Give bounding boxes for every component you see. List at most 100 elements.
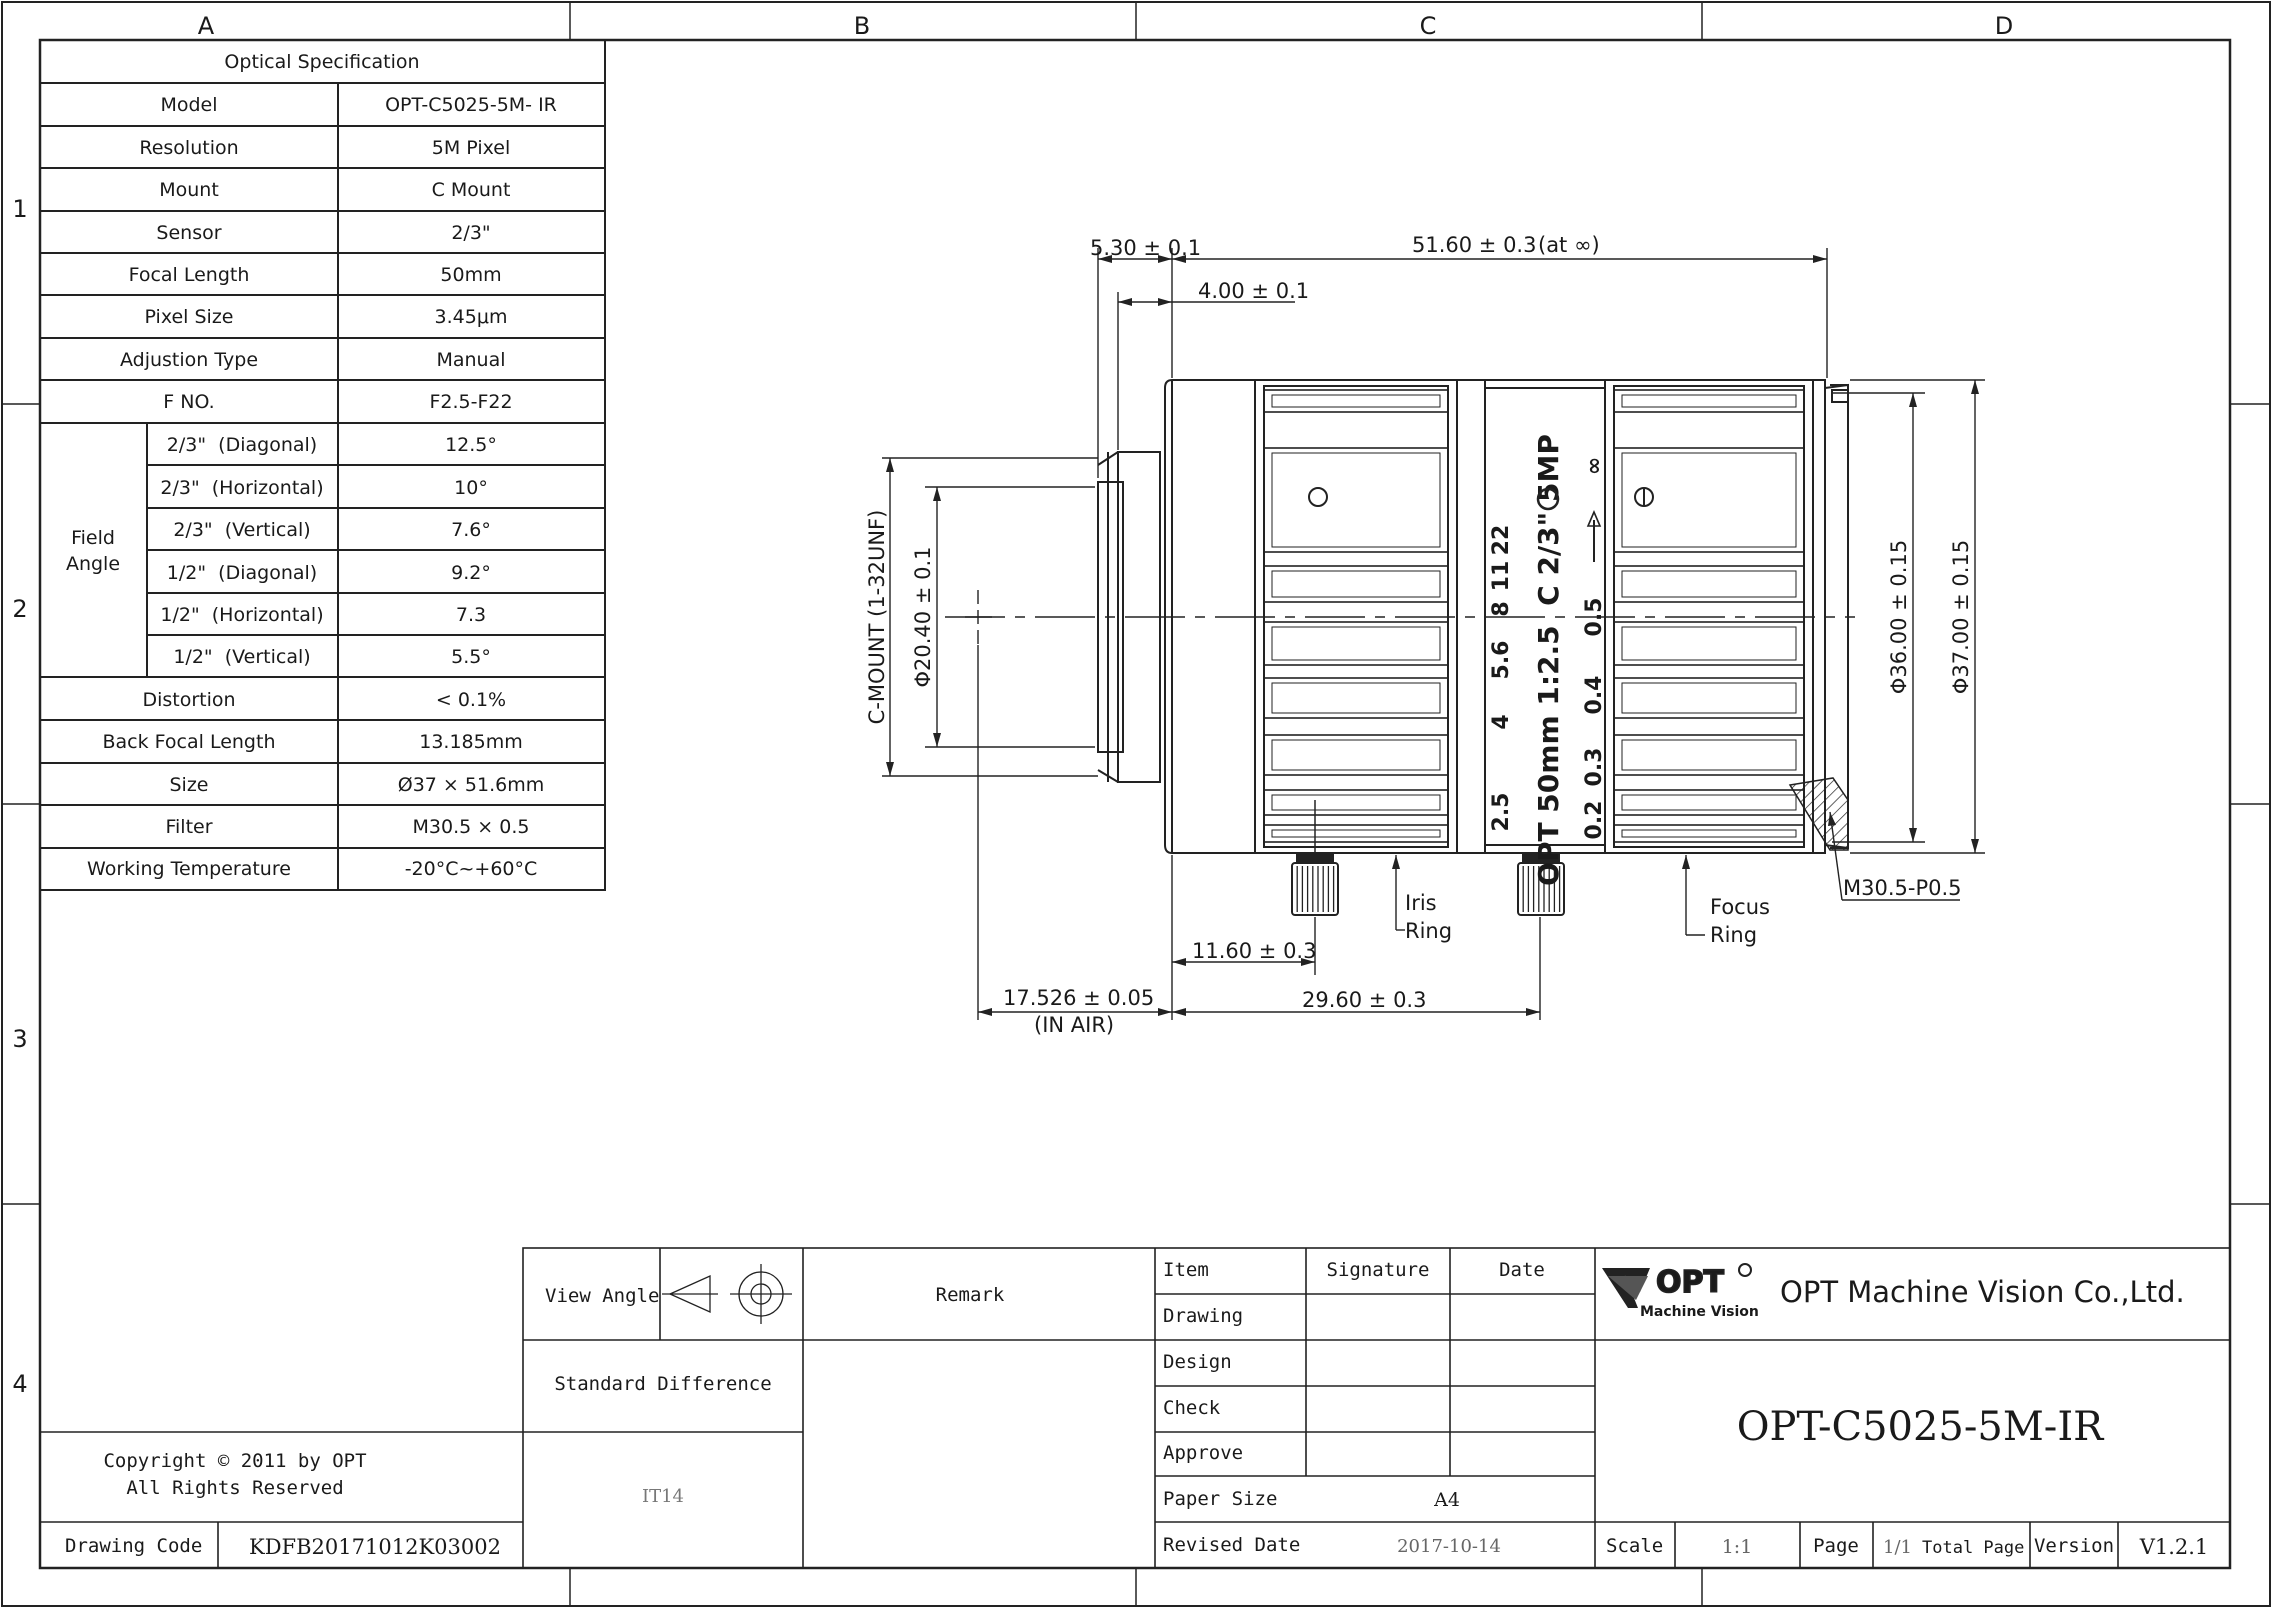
aperture-mark: 2.5 (1489, 793, 1514, 832)
spec-value: C Mount (432, 179, 511, 201)
remark-label: Remark (936, 1284, 1005, 1306)
aperture-mark: 8 (1489, 601, 1514, 616)
focus-grip-band-inner (1621, 829, 1797, 838)
copyright-line: Copyright © 2011 by OPT (103, 1450, 366, 1472)
logo-subtitle: Machine Vision (1640, 1304, 1759, 1320)
iris-grip-band (1263, 621, 1449, 666)
iris-ring-label: Ring (1405, 919, 1452, 943)
spec-value: Ø37 × 51.6mm (398, 774, 544, 796)
iris-grip-band (1263, 677, 1449, 719)
iris-grip-band-inner (1271, 626, 1441, 661)
filter-thread-hatch (1788, 777, 1849, 851)
spec-label: Back Focal Length (103, 731, 276, 753)
spec-value: OPT-C5025-5M- IR (385, 94, 557, 116)
iris-grip-band (1263, 789, 1449, 816)
lens-model-engraving: OPT 50mm 1:2.5 C 2/3" 5MP (1532, 434, 1565, 886)
focus-grip-band-inner (1621, 452, 1797, 548)
dim-mount-step: 4.00 ± 0.1 (1198, 279, 1309, 303)
paper-size-value: A4 (1433, 1489, 1460, 1511)
dim-overall: 51.60 ± 0.3 (1412, 233, 1536, 257)
focus-grip-band-inner (1621, 394, 1797, 408)
title-block (40, 1247, 2231, 1569)
spec-label: Adjustion Type (120, 349, 258, 371)
dim-flange: 5.30 ± 0.1 (1090, 236, 1201, 260)
aperture-mark: 11 (1489, 561, 1514, 592)
focus-grip-band (1613, 734, 1805, 776)
aperture-mark: 4 (1489, 714, 1514, 729)
focus-mark: 0.3 (1582, 748, 1607, 787)
dim-filter-thread: M30.5-P0.5 (1843, 876, 1962, 900)
spec-value: 13.185mm (419, 731, 523, 753)
focus-grip-band (1613, 621, 1805, 666)
iris-grip-bands (1263, 389, 1449, 843)
focus-mark: 0.2 (1582, 801, 1607, 840)
spec-label: Resolution (139, 137, 238, 159)
engraving-ring-mark (1536, 487, 1560, 511)
knob-ridges (1296, 866, 1561, 912)
c-mount-thread (1097, 451, 1161, 783)
scale-label: Scale (1606, 1535, 1663, 1557)
iris-grip-band-inner (1271, 829, 1441, 838)
focus-lock-knob (1517, 854, 1565, 916)
grid-row-2: 2 (12, 595, 27, 623)
dim-overall-note: (at ∞) (1538, 233, 1600, 257)
focus-grip-band (1613, 677, 1805, 719)
page-value: 1/1 (1883, 1537, 1912, 1558)
dimension-arrows (886, 255, 1979, 1016)
dim-diameter-37: Φ37.00 ± 0.15 (1949, 540, 1973, 694)
view-angle-label: View Angle (545, 1285, 659, 1307)
dim-iris-position: 11.60 ± 0.3 (1192, 939, 1316, 963)
iris-grip-band (1263, 824, 1449, 843)
spec-label: Model (160, 94, 217, 116)
opt-logo: OPT Machine Vision (1602, 1263, 1759, 1320)
field-angle-label: Field (71, 527, 115, 549)
spec-label: Pixel Size (145, 306, 234, 328)
iris-lock-knob (1291, 800, 1339, 916)
drawing-code-label: Drawing Code (65, 1535, 202, 1557)
company-name: OPT Machine Vision Co.,Ltd. (1780, 1275, 2185, 1309)
field-angle-row: 2/3" (Diagonal) (167, 434, 317, 456)
focus-ring-label: Focus (1710, 895, 1770, 919)
field-angle-row: 1/2" (Horizontal) (160, 604, 323, 626)
standard-difference-label: Standard Difference (554, 1373, 771, 1395)
grid-row-4: 4 (12, 1370, 27, 1398)
grid-col-a: A (198, 12, 215, 40)
grid-row-3: 3 (12, 1025, 27, 1053)
iris-ring-label: Iris (1405, 891, 1437, 915)
field-angle-value: 9.2° (451, 562, 491, 584)
field-angle-row: 2/3" (Vertical) (173, 519, 310, 541)
paper-size-label: Paper Size (1163, 1488, 1277, 1510)
focus-direction-arrowhead (1586, 509, 1602, 527)
copyright-line: All Rights Reserved (126, 1477, 343, 1499)
focus-mark: 0.4 (1582, 676, 1607, 715)
field-angle-row: 2/3" (Horizontal) (160, 477, 323, 499)
spec-label: F NO. (163, 391, 214, 413)
check-row-label: Check (1163, 1397, 1221, 1419)
focus-grip-band-inner (1621, 682, 1797, 714)
dim-back-focal-note: (IN AIR) (1034, 1013, 1114, 1037)
design-row-label: Design (1163, 1351, 1232, 1373)
spec-value: -20°C~+60°C (405, 858, 538, 880)
aperture-mark: 22 (1489, 525, 1514, 556)
dim-focus-position: 29.60 ± 0.3 (1302, 988, 1426, 1012)
field-angle-value: 7.3 (456, 604, 486, 626)
field-angle-value: 12.5° (445, 434, 497, 456)
spec-value: Manual (436, 349, 505, 371)
version-label: Version (2034, 1535, 2114, 1557)
iris-grip-band-inner (1271, 794, 1441, 811)
scale-value: 1:1 (1722, 1536, 1753, 1558)
spec-label: Working Temperature (87, 858, 291, 880)
grid-col-d: D (1995, 12, 2013, 40)
grid-col-b: B (854, 12, 870, 40)
dim-mount-label: C-MOUNT (1-32UNF) (865, 510, 889, 725)
spec-value: F2.5-F22 (429, 391, 512, 413)
iris-grip-band-inner (1271, 570, 1441, 598)
spec-title: Optical Specification (224, 51, 419, 73)
lens-rear-body (1164, 379, 1256, 854)
focus-mark: 0.5 (1582, 598, 1607, 637)
iris-grip-band-inner (1271, 394, 1441, 408)
focus-grip-band-inner (1621, 794, 1797, 811)
spec-label: Mount (159, 179, 219, 201)
grid-col-c: C (1420, 12, 1437, 40)
spec-table: Optical Specification Model OPT-C5025-5M… (39, 39, 606, 891)
